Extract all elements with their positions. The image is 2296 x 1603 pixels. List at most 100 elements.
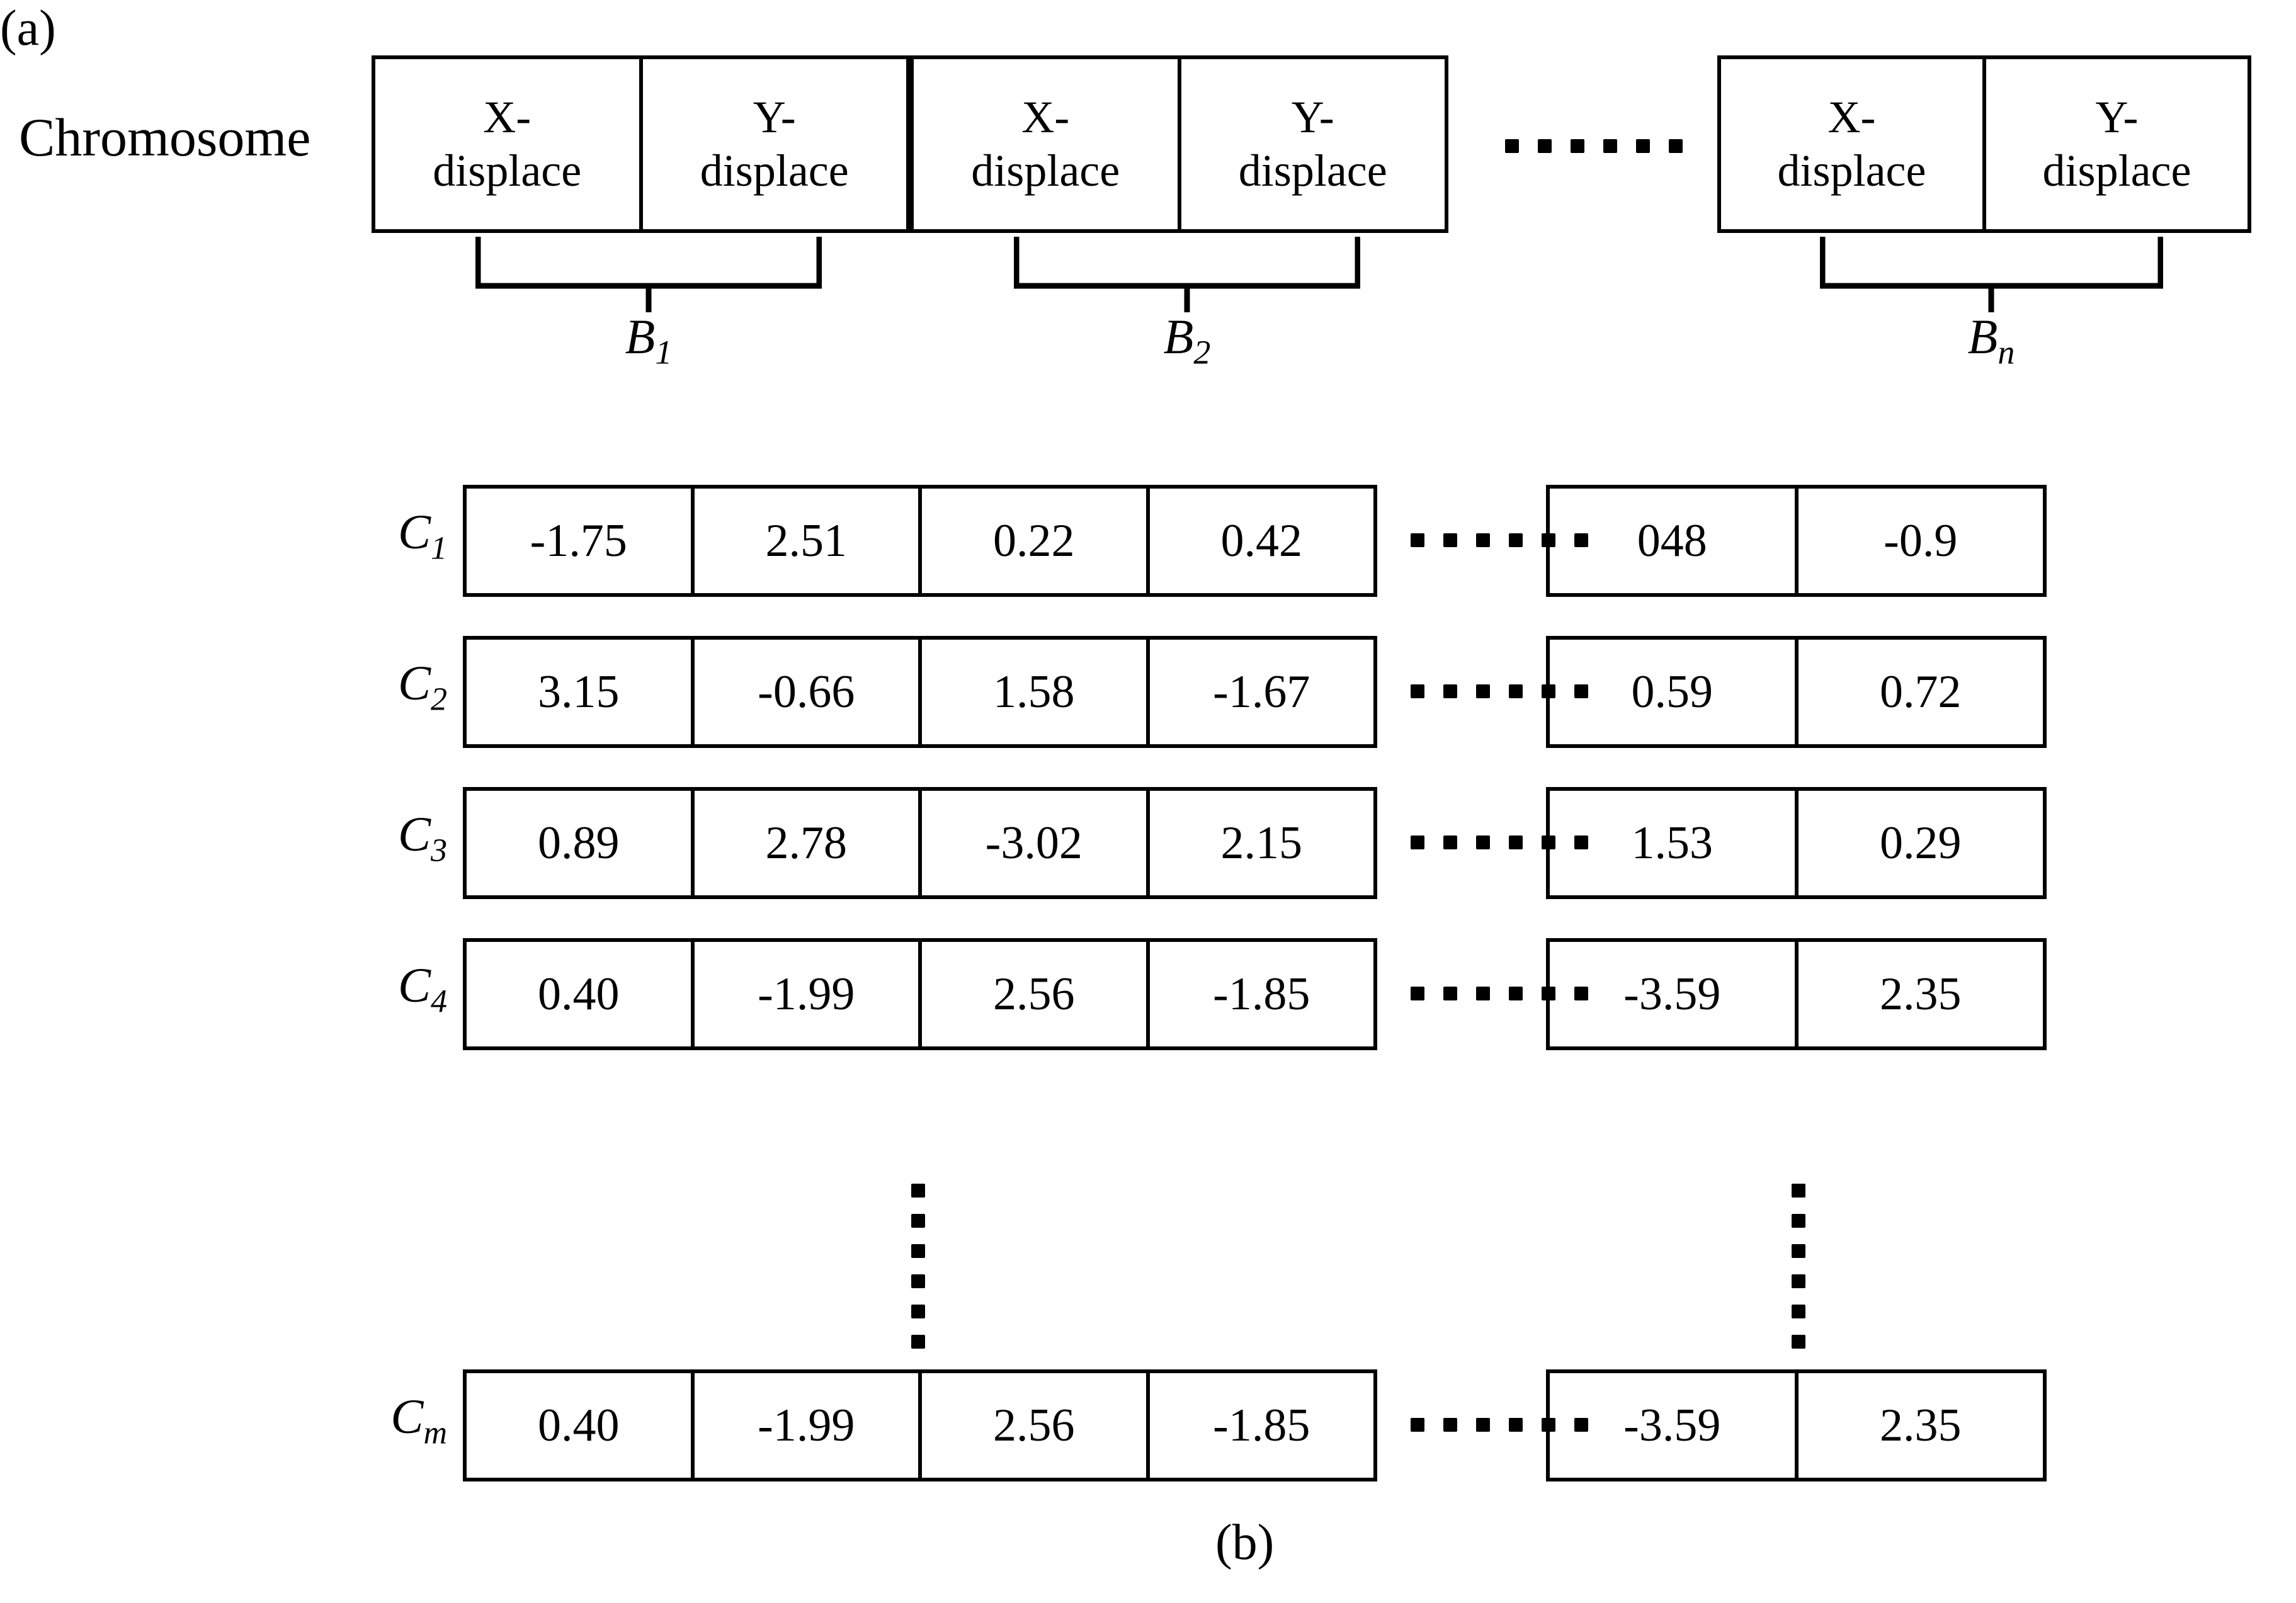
brace-label-bn: Bn	[1922, 309, 2060, 372]
value-group-right: -3.59 2.35	[1546, 1369, 2047, 1481]
brace-label-base: B	[625, 309, 656, 364]
brace-bn	[1820, 237, 2163, 312]
row-label-sub: 3	[431, 832, 447, 869]
value-cell: 0.42	[1145, 489, 1374, 593]
value-cell: 0.22	[918, 489, 1146, 593]
vertical-ellipsis-icon	[911, 1184, 925, 1349]
value-cell: 2.35	[1794, 942, 2043, 1046]
row-label-base: C	[397, 655, 431, 710]
brace-label-b1: B1	[579, 309, 718, 372]
value-cell: 1.58	[918, 640, 1146, 744]
row-label-c2: C2	[346, 655, 447, 730]
vertical-ellipsis-icon	[1792, 1184, 1805, 1349]
brace-label-base: B	[1967, 309, 1998, 364]
row-label-sub: m	[423, 1415, 447, 1451]
value-cell: -3.59	[1623, 968, 1721, 1020]
value-cell: 0.59	[1631, 666, 1713, 718]
gene-cell-y-displace: Y- displace	[1982, 59, 2248, 229]
gene-cell-line1: Y-	[753, 92, 796, 143]
brace-b1	[475, 237, 822, 312]
horizontal-ellipsis-icon	[1411, 1412, 1588, 1437]
gene-cell-y-displace: Y- displace	[639, 59, 907, 229]
horizontal-ellipsis-icon	[1411, 528, 1588, 553]
value-group-right: 0.59 0.72	[1546, 636, 2047, 748]
value-cell: 2.51	[690, 489, 919, 593]
gene-cell-line2: displace	[971, 145, 1120, 196]
panel-b-caption: (b)	[1215, 1515, 1275, 1570]
brace-label-sub: 2	[1193, 333, 1211, 371]
value-cell: 0.40	[538, 1399, 620, 1451]
value-cell: -1.67	[1145, 640, 1374, 744]
value-group-left: 0.40 -1.99 2.56 -1.85	[463, 1369, 1377, 1481]
value-cell: 2.35	[1794, 1373, 2043, 1478]
value-group-right: 048 -0.9	[1546, 485, 2047, 597]
gene-block-b2: X- displace Y- displace	[910, 55, 1448, 233]
gene-cell-line2: displace	[433, 145, 582, 196]
gene-cell-line2: displace	[1777, 145, 1926, 196]
gene-block-bn: X- displace Y- displace	[1717, 55, 2251, 233]
value-cell: 2.56	[918, 942, 1146, 1046]
value-cell: 048	[1637, 514, 1707, 567]
value-cell: -0.66	[690, 640, 919, 744]
value-cell: 2.78	[690, 791, 919, 895]
brace-label-b2: B2	[1118, 309, 1256, 372]
row-label-sub: 1	[431, 530, 447, 567]
row-label-c4: C4	[346, 957, 447, 1033]
panel-a-caption: (a)	[0, 1, 56, 56]
row-label-c1: C1	[346, 504, 447, 579]
brace-label-sub: 1	[655, 333, 673, 371]
gene-cell-line2: displace	[1238, 145, 1387, 196]
brace-label-base: B	[1163, 309, 1194, 364]
gene-cell-line1: X-	[483, 92, 531, 143]
value-group-left: 0.40 -1.99 2.56 -1.85	[463, 938, 1377, 1050]
brace-label-sub: n	[1998, 333, 2015, 371]
gene-cell-line2: displace	[700, 145, 849, 196]
gene-cell-x-displace: X- displace	[1721, 59, 1982, 229]
value-cell: 2.15	[1145, 791, 1374, 895]
gene-cell-line2: displace	[2042, 145, 2191, 196]
value-cell: -1.75	[530, 514, 627, 567]
value-cell: 0.29	[1794, 791, 2043, 895]
brace-icon	[475, 237, 822, 312]
value-cell: 0.40	[538, 968, 620, 1020]
brace-icon	[1820, 237, 2163, 312]
value-cell: 3.15	[538, 666, 620, 718]
value-cell: 1.53	[1631, 817, 1713, 869]
value-group-left: 3.15 -0.66 1.58 -1.67	[463, 636, 1377, 748]
gene-cell-line1: Y-	[2095, 92, 2139, 143]
row-label-c3: C3	[346, 806, 447, 881]
value-group-left: 0.89 2.78 -3.02 2.15	[463, 787, 1377, 899]
horizontal-ellipsis-icon	[1411, 981, 1588, 1006]
value-cell: 0.72	[1794, 640, 2043, 744]
value-cell: -0.9	[1794, 489, 2043, 593]
brace-b2	[1014, 237, 1360, 312]
value-cell: -1.85	[1145, 942, 1374, 1046]
value-cell: 0.89	[538, 817, 620, 869]
value-cell: -1.99	[690, 1373, 919, 1478]
gene-cell-y-displace: Y- displace	[1177, 59, 1445, 229]
row-label-base: C	[390, 1389, 424, 1444]
gene-cell-x-displace: X- displace	[375, 59, 639, 229]
value-group-right: 1.53 0.29	[1546, 787, 2047, 899]
horizontal-ellipsis-icon	[1505, 133, 1683, 159]
row-label-sub: 2	[431, 681, 447, 718]
row-label-base: C	[397, 958, 431, 1012]
value-group-right: -3.59 2.35	[1546, 938, 2047, 1050]
brace-icon	[1014, 237, 1360, 312]
chromosome-label: Chromosome	[19, 107, 311, 167]
row-label-cm: Cm	[346, 1388, 447, 1464]
row-label-sub: 4	[431, 983, 447, 1020]
value-cell: 2.56	[918, 1373, 1146, 1478]
gene-cell-line1: Y-	[1291, 92, 1334, 143]
horizontal-ellipsis-icon	[1411, 679, 1588, 704]
gene-cell-x-displace: X- displace	[914, 59, 1178, 229]
row-label-base: C	[397, 504, 431, 559]
value-cell: -1.99	[690, 942, 919, 1046]
gene-block-b1: X- displace Y- displace	[372, 55, 910, 233]
value-cell: -3.02	[918, 791, 1146, 895]
gene-cell-line1: X-	[1021, 92, 1070, 143]
value-cell: -1.85	[1145, 1373, 1374, 1478]
value-group-left: -1.75 2.51 0.22 0.42	[463, 485, 1377, 597]
row-label-base: C	[397, 807, 431, 861]
